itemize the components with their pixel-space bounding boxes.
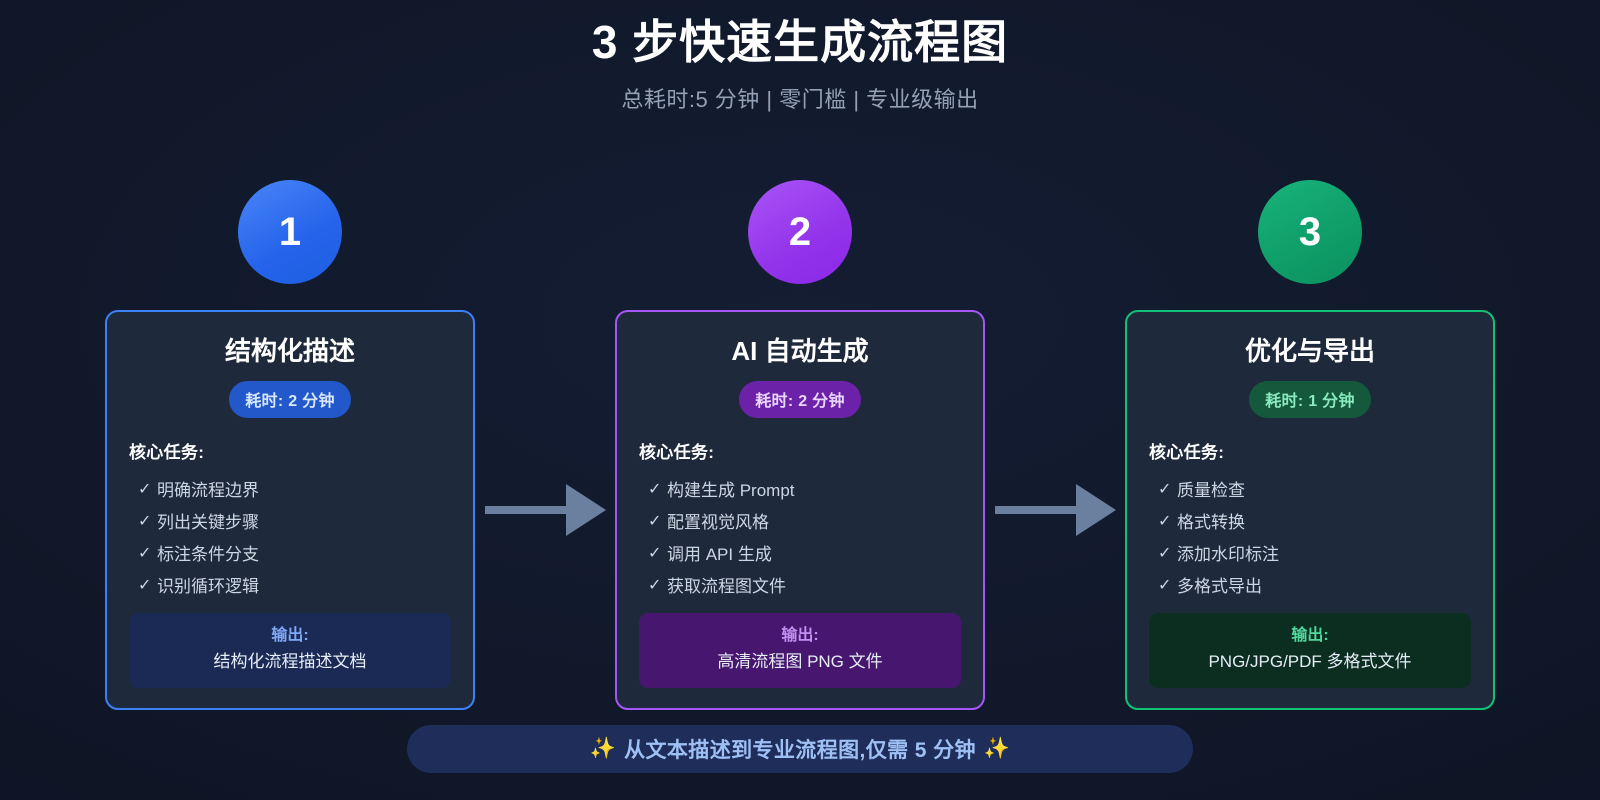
step-3-badge-row: 耗时: 1 分钟 [1149,381,1471,419]
check-icon: ✓ [1158,481,1172,499]
list-item: ✓ 添加水印标注 [1149,538,1471,570]
step-3-output-label: 输出: [1291,626,1329,644]
arrow-shaft [994,506,1077,514]
step-2-tasks-heading: 核心任务: [639,443,715,463]
list-item: ✓ 标注条件分支 [129,538,451,570]
list-item: ✓ 配置视觉风格 [639,506,961,538]
step-3-tasks-heading: 核心任务: [1149,443,1225,463]
step-3-number-circle: 3 [1258,180,1362,284]
list-item: ✓ 调用 API 生成 [639,538,961,570]
list-item: ✓ 识别循环逻辑 [129,570,451,602]
check-icon: ✓ [648,545,662,563]
step-3-task-label: 多格式导出 [1177,576,1262,596]
page-title: 3 步快速生成流程图 [591,16,1009,68]
step-1-card: 结构化描述 耗时: 2 分钟 核心任务: ✓ 明确流程边界 ✓ 列出关键步骤 ✓ [105,310,475,710]
step-2-task-label: 构建生成 Prompt [667,480,795,500]
list-item: ✓ 明确流程边界 [129,474,451,506]
step-1-number-circle: 1 [238,180,342,284]
step-1-number: 1 [278,209,302,254]
header: 3 步快速生成流程图 总耗时:5 分钟 | 零门槛 | 专业级输出 [0,14,1600,114]
step-2: 2 AI 自动生成 耗时: 2 分钟 核心任务: ✓ 构建生成 Prompt ✓… [615,180,985,710]
check-icon: ✓ [648,577,662,595]
arrow-head [1075,484,1116,536]
arrow-right-icon [994,484,1116,536]
sparkle-icon-right: ✨ [983,737,1011,760]
step-3-card: 优化与导出 耗时: 1 分钟 核心任务: ✓ 质量检查 ✓ 格式转换 ✓ [1125,310,1495,710]
check-icon: ✓ [648,513,662,531]
step-2-output-value: 高清流程图 PNG 文件 [717,651,883,671]
check-icon: ✓ [138,577,152,595]
check-icon: ✓ [1158,577,1172,595]
list-item: ✓ 格式转换 [1149,506,1471,538]
arrow-step1-to-step2 [475,310,615,710]
step-3-output-box: 输出: PNG/JPG/PDF 多格式文件 [1149,612,1471,688]
step-2-card: AI 自动生成 耗时: 2 分钟 核心任务: ✓ 构建生成 Prompt ✓ 配… [615,310,985,710]
step-2-title: AI 自动生成 [731,336,869,366]
step-3: 3 优化与导出 耗时: 1 分钟 核心任务: ✓ 质量检查 ✓ 格式转换 [1125,180,1495,710]
step-3-duration-badge: 耗时: 1 分钟 [1249,381,1371,419]
footer-text: 从文本描述到专业流程图,仅需 5 分钟 [624,739,976,762]
step-3-task-label: 添加水印标注 [1177,544,1279,564]
check-icon: ✓ [1158,513,1172,531]
step-2-number: 2 [788,209,812,254]
step-1-tasks-heading: 核心任务: [129,443,205,463]
arrow-right-icon [484,484,606,536]
step-3-task-list: ✓ 质量检查 ✓ 格式转换 ✓ 添加水印标注 ✓ 多格式导出 [1149,474,1471,602]
list-item: ✓ 获取流程图文件 [639,570,961,602]
steps-row: 1 结构化描述 耗时: 2 分钟 核心任务: ✓ 明确流程边界 ✓ 列出关键步骤 [0,180,1600,710]
list-item: ✓ 质量检查 [1149,474,1471,506]
step-2-task-list: ✓ 构建生成 Prompt ✓ 配置视觉风格 ✓ 调用 API 生成 ✓ 获取流… [639,474,961,602]
step-2-duration-badge: 耗时: 2 分钟 [739,381,861,419]
step-3-title: 优化与导出 [1244,336,1375,366]
page-subtitle: 总耗时:5 分钟 | 零门槛 | 专业级输出 [621,86,979,112]
list-item: ✓ 多格式导出 [1149,570,1471,602]
step-2-task-label: 调用 API 生成 [667,544,772,564]
arrow-head [565,484,606,536]
check-icon: ✓ [138,481,152,499]
step-2-task-label: 配置视觉风格 [667,512,769,532]
step-2-task-label: 获取流程图文件 [667,576,786,596]
step-1-task-label: 列出关键步骤 [157,512,259,532]
step-1-task-label: 识别循环逻辑 [157,576,259,596]
check-icon: ✓ [138,545,152,563]
step-1-badge-row: 耗时: 2 分钟 [129,381,451,419]
step-1-output-value: 结构化流程描述文档 [213,651,367,671]
step-3-task-label: 格式转换 [1177,512,1245,532]
footer-banner: ✨ 从文本描述到专业流程图,仅需 5 分钟 ✨ [407,725,1193,773]
step-2-output-box: 输出: 高清流程图 PNG 文件 [639,612,961,688]
step-1-duration-badge: 耗时: 2 分钟 [229,381,351,419]
list-item: ✓ 构建生成 Prompt [639,474,961,506]
check-icon: ✓ [138,513,152,531]
step-1-task-label: 明确流程边界 [157,480,259,500]
step-2-badge-row: 耗时: 2 分钟 [639,381,961,419]
arrow-step2-to-step3 [985,310,1125,710]
step-1-output-label: 输出: [271,626,309,644]
step-3-output-value: PNG/JPG/PDF 多格式文件 [1208,651,1412,671]
check-icon: ✓ [1158,545,1172,563]
step-1-task-label: 标注条件分支 [157,544,259,564]
step-3-task-label: 质量检查 [1177,480,1245,500]
step-1-output-box: 输出: 结构化流程描述文档 [129,612,451,688]
step-1-title: 结构化描述 [224,336,355,366]
list-item: ✓ 列出关键步骤 [129,506,451,538]
check-icon: ✓ [648,481,662,499]
step-2-number-circle: 2 [748,180,852,284]
arrow-shaft [484,506,567,514]
step-2-output-label: 输出: [781,626,819,644]
step-3-number: 3 [1298,209,1322,254]
sparkle-icon-left: ✨ [589,737,617,760]
step-1: 1 结构化描述 耗时: 2 分钟 核心任务: ✓ 明确流程边界 ✓ 列出关键步骤 [105,180,475,710]
step-1-task-list: ✓ 明确流程边界 ✓ 列出关键步骤 ✓ 标注条件分支 ✓ 识别循环逻辑 [129,474,451,602]
